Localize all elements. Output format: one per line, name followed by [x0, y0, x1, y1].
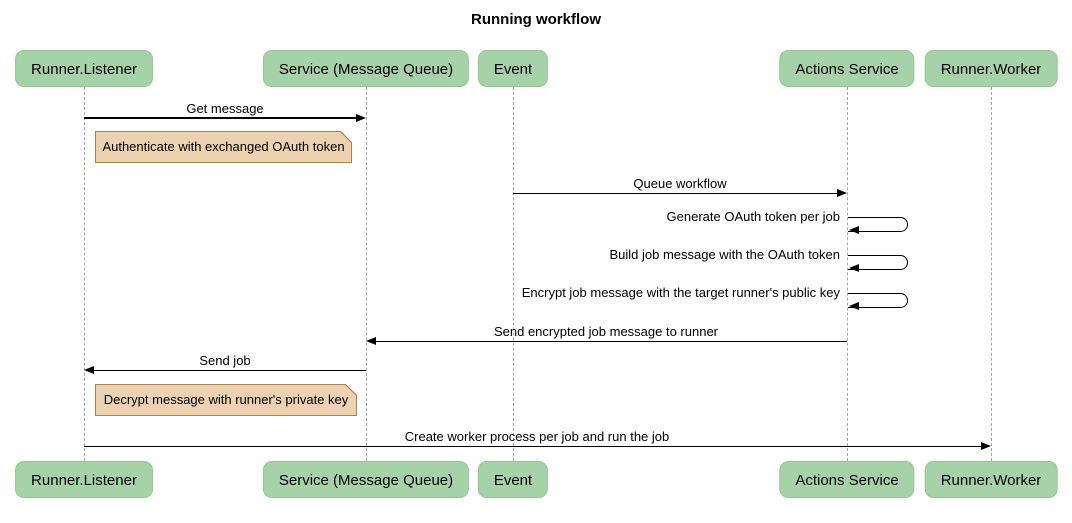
lifeline-event — [513, 87, 514, 461]
actor-top-runner-worker: Runner.Worker — [924, 50, 1058, 87]
message-label-create-worker: Create worker process per job and run th… — [404, 429, 670, 444]
actor-top-service-message-queue: Service (Message Queue) — [262, 50, 470, 87]
note-fold-icon — [340, 131, 352, 143]
actor-top-actions-service: Actions Service — [779, 50, 915, 87]
message-label-get-message: Get message — [186, 101, 264, 116]
diagram-title: Running workflow — [471, 11, 601, 28]
arrowhead-left-icon — [849, 264, 859, 272]
message-line-create-worker — [84, 445, 982, 447]
message-label-send-job: Send job — [199, 353, 251, 368]
actor-bottom-runner-listener: Runner.Listener — [15, 461, 153, 498]
arrowhead-right-icon — [981, 442, 991, 450]
actor-top-event: Event — [477, 50, 549, 87]
actor-top-runner-listener: Runner.Listener — [15, 50, 153, 87]
actor-bottom-event: Event — [477, 461, 549, 498]
lifeline-actions-service — [847, 87, 848, 461]
arrowhead-left-icon — [84, 366, 94, 374]
self-loop-encrypt-job-message — [848, 293, 908, 308]
self-message-label-build-job-message: Build job message with the OAuth token — [609, 247, 840, 262]
arrowhead-left-icon — [366, 337, 376, 345]
lifeline-runner-listener — [84, 87, 85, 461]
note-decrypt: Decrypt message with runner's private ke… — [95, 384, 357, 416]
lifeline-runner-worker — [991, 87, 992, 461]
arrowhead-right-icon — [356, 113, 366, 122]
note-authenticate: Authenticate with exchanged OAuth token — [95, 131, 352, 163]
self-message-label-generate-oauth: Generate OAuth token per job — [666, 209, 840, 224]
message-line-queue-workflow — [513, 192, 838, 194]
actor-bottom-actions-service: Actions Service — [779, 461, 915, 498]
message-label-send-encrypted: Send encrypted job message to runner — [493, 324, 719, 339]
note-fold-icon — [345, 384, 357, 396]
self-loop-build-job-message — [848, 255, 908, 270]
self-message-label-encrypt-job-message: Encrypt job message with the target runn… — [521, 285, 840, 300]
message-line-get-message — [84, 117, 357, 119]
arrowhead-left-icon — [849, 226, 859, 234]
actor-bottom-service-message-queue: Service (Message Queue) — [262, 461, 470, 498]
arrowhead-right-icon — [837, 189, 847, 197]
message-line-send-job — [93, 369, 366, 371]
note-decrypt-label: Decrypt message with runner's private ke… — [103, 392, 349, 407]
self-loop-generate-oauth — [848, 217, 908, 232]
arrowhead-left-icon — [849, 302, 859, 310]
message-line-send-encrypted — [375, 340, 847, 342]
lifeline-service-message-queue — [366, 87, 367, 461]
message-label-queue-workflow: Queue workflow — [633, 176, 727, 191]
note-authenticate-label: Authenticate with exchanged OAuth token — [102, 139, 345, 154]
actor-bottom-runner-worker: Runner.Worker — [924, 461, 1058, 498]
